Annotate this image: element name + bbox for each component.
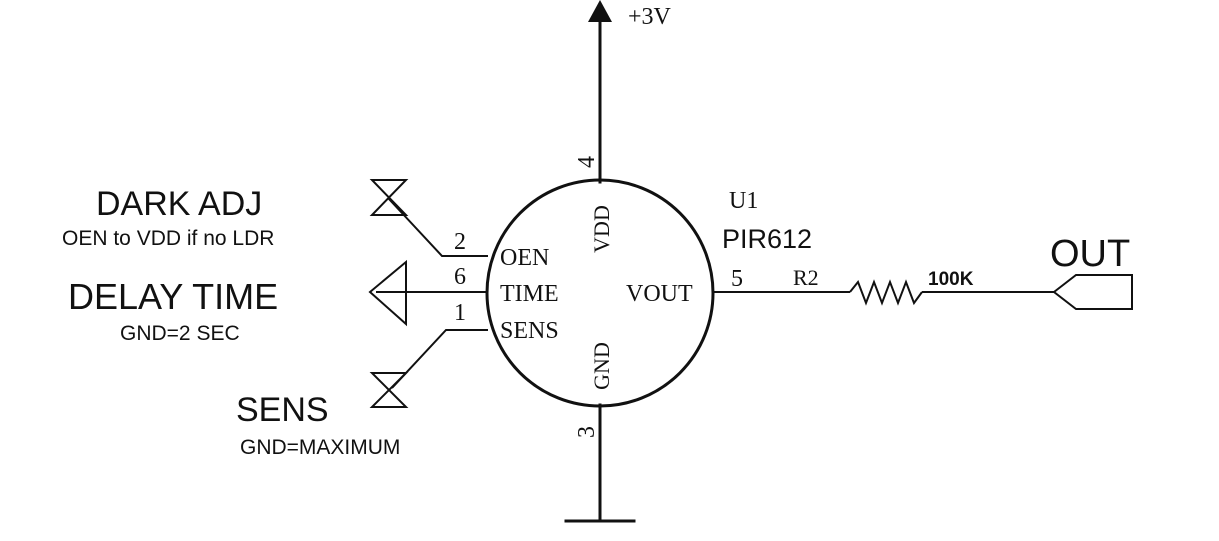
- resistor-ref: R2: [793, 265, 819, 290]
- label-time: TIME: [500, 281, 559, 307]
- pin-number-sens: 1: [454, 300, 466, 326]
- dark-adj-note: OEN to VDD if no LDR: [62, 227, 274, 250]
- component-part: PIR612: [722, 224, 812, 254]
- sens-title: SENS: [236, 391, 329, 429]
- label-vout: VOUT: [626, 281, 693, 307]
- delay-time-title: DELAY TIME: [68, 276, 278, 317]
- component-ref: U1: [729, 188, 758, 214]
- sens-note: GND=MAXIMUM: [240, 436, 400, 459]
- no-connect-dark-icon: [369, 179, 409, 216]
- label-sens: SENS: [500, 318, 559, 344]
- label-gnd: GND: [589, 342, 614, 390]
- label-oen: OEN: [500, 245, 549, 271]
- delay-time-note: GND=2 SEC: [120, 322, 240, 345]
- resistor-icon: [849, 279, 923, 306]
- pin-number-oen: 2: [454, 229, 466, 255]
- pin-number-vdd: 4: [574, 156, 600, 168]
- supply-label: +3V: [628, 4, 672, 30]
- label-vdd: VDD: [589, 205, 614, 253]
- resistor-value: 100K: [928, 269, 974, 290]
- sens-wire: [391, 329, 488, 389]
- oen-wire: [387, 197, 488, 257]
- dark-adj-title: DARK ADJ: [96, 185, 262, 223]
- output-port-icon: [1052, 274, 1133, 310]
- pin-number-vout: 5: [731, 266, 743, 292]
- supply-arrow-icon: [588, 0, 612, 22]
- no-connect-sens-icon: [369, 372, 409, 408]
- no-connect-time-icon: [368, 259, 407, 327]
- output-label: OUT: [1050, 233, 1130, 275]
- pin-number-gnd: 3: [574, 426, 600, 438]
- pin-number-time: 6: [454, 264, 466, 290]
